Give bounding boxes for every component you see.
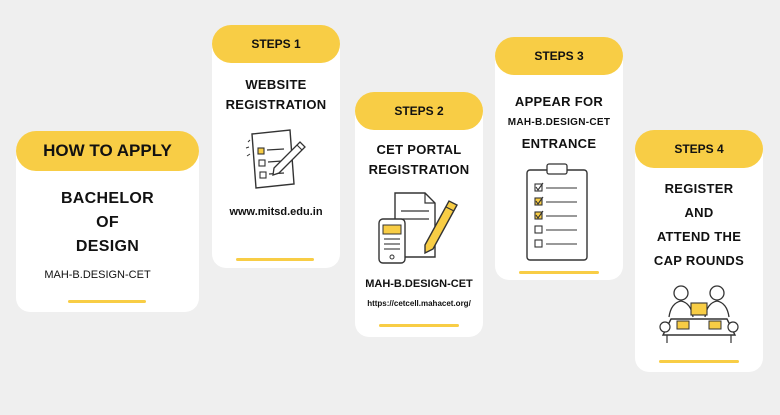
step2-line-2: REGISTRATION (368, 162, 470, 177)
program-line-3: DESIGN (75, 238, 140, 255)
step3-label: STEPS 3 (495, 37, 623, 75)
step2-body: CET PORTAL REGISTRATION MAH-B.DESIGN-CET… (355, 97, 483, 337)
step2-label: STEPS 2 (355, 92, 483, 130)
program-line-1: BACHELOR (60, 190, 155, 207)
step4-line-2: AND (684, 205, 714, 220)
registration-form-icon (245, 129, 306, 189)
documents-pen-icon (378, 192, 458, 264)
meeting-table-icon (659, 285, 739, 343)
step4-line-3: ATTEND THE (656, 229, 742, 244)
step1-website: www.mitsd.edu.in (229, 206, 323, 218)
step3-line-3: ENTRANCE (521, 136, 597, 151)
accent-line (379, 324, 459, 327)
step3-body: APPEAR FOR MAH-B.DESIGN-CET ENTRANCE (495, 43, 623, 280)
accent-line (659, 360, 739, 363)
how-to-apply-heading: HOW TO APPLY (16, 131, 199, 171)
step4-label: STEPS 4 (635, 130, 763, 168)
step2-url: https://cetcell.mahacet.org/ (367, 299, 471, 308)
step1-label: STEPS 1 (212, 25, 340, 63)
exam-name: MAH-B.DESIGN-CET (44, 269, 151, 281)
program-line-2: OF (96, 214, 119, 231)
step4-line-4: CAP ROUNDS (653, 253, 745, 268)
accent-line (519, 271, 599, 274)
step1-body: WEBSITE REGISTRATION www.mitsd.edu.in (212, 30, 340, 268)
step4-line-1: REGISTER (664, 181, 734, 196)
step1-line-1: WEBSITE (245, 77, 307, 92)
how-to-apply-body: BACHELOR OF DESIGN MAH-B.DESIGN-CET (16, 137, 199, 312)
step3-line-2: MAH-B.DESIGN-CET (507, 117, 611, 128)
step1-line-2: REGISTRATION (225, 97, 327, 112)
step2-line-1: CET PORTAL (376, 142, 462, 157)
clipboard-checklist-icon (526, 163, 588, 261)
step4-body: REGISTER AND ATTEND THE CAP ROUNDS (635, 135, 763, 372)
accent-line (236, 258, 314, 261)
step3-line-1: APPEAR FOR (514, 94, 604, 109)
accent-line (68, 300, 146, 303)
step2-exam: MAH-B.DESIGN-CET (365, 278, 473, 290)
